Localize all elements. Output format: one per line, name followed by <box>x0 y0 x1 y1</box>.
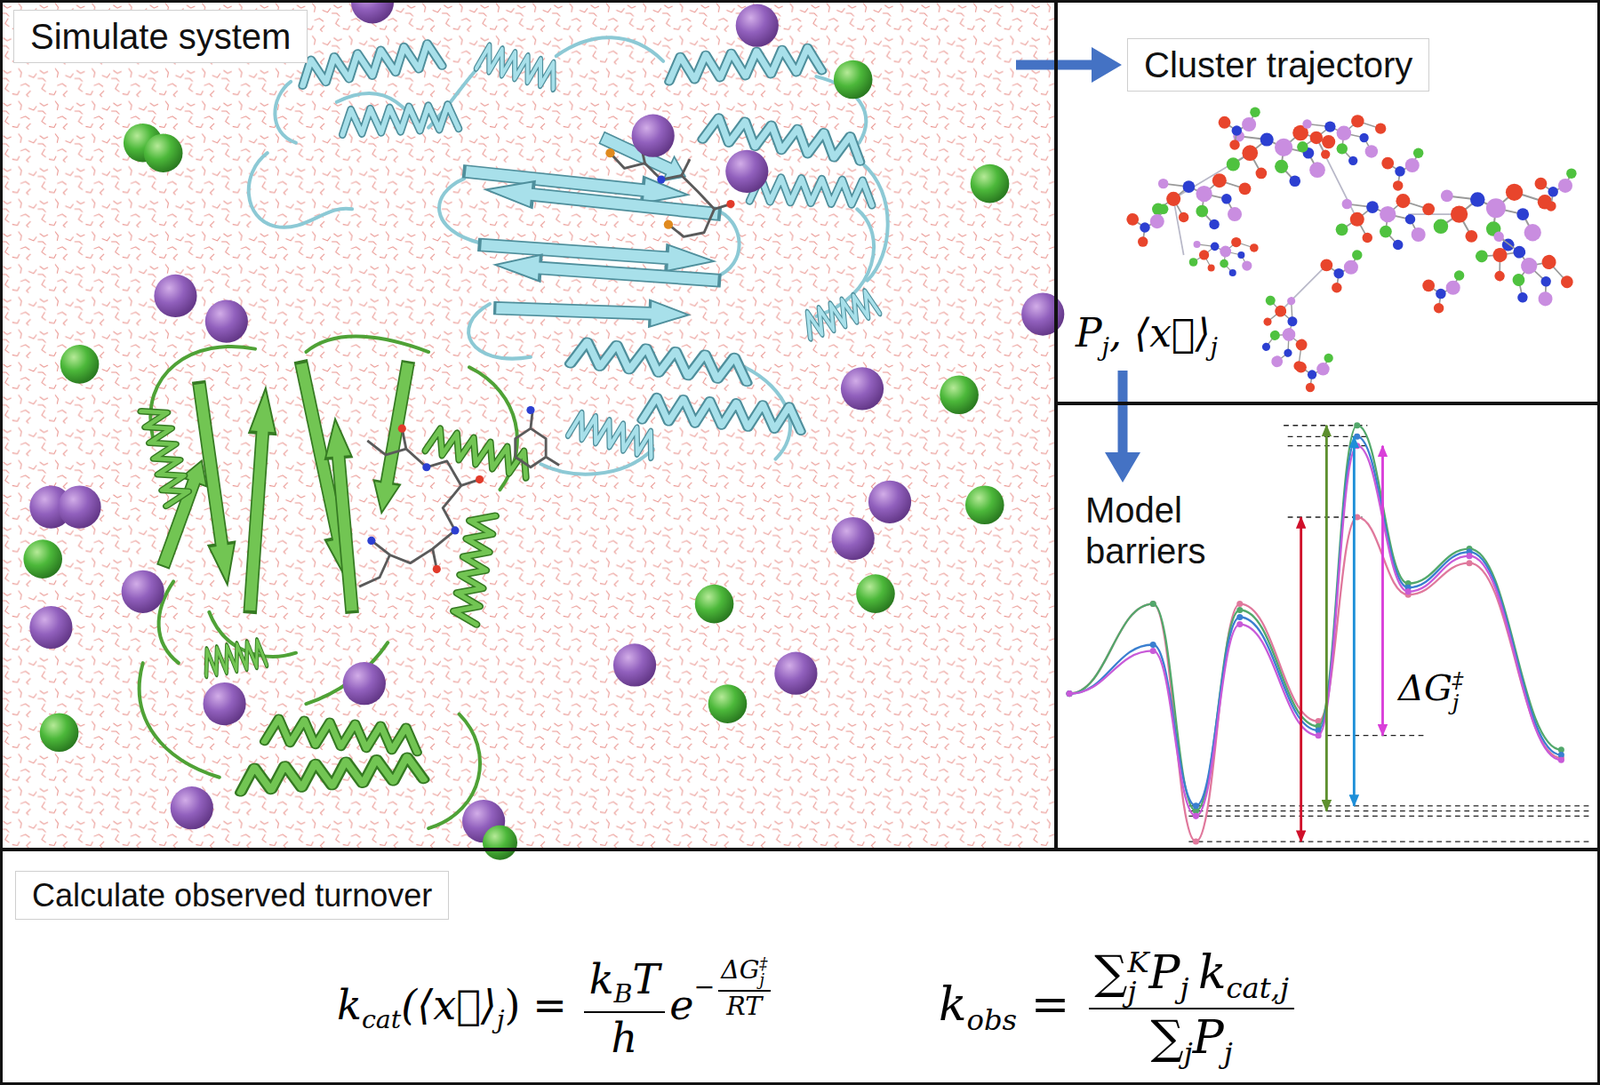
index-stack: ‡j <box>760 957 768 989</box>
subscript: B <box>614 979 633 1009</box>
fraction: kBTh <box>584 956 665 1062</box>
math-symbol: k <box>1198 945 1227 1000</box>
math-symbol: ΔG <box>720 955 760 985</box>
denominator: h <box>606 1013 643 1063</box>
formula: kcat(⟨x⃗⟩j)=kBThe−ΔG‡jRT <box>336 956 774 1063</box>
math-symbol: j <box>1452 692 1464 715</box>
formula: Pj, ⟨x⃗⟩j <box>1075 307 1218 363</box>
math-symbol: j <box>496 1005 505 1035</box>
numerator: ∑KjPjkcat,j <box>1088 946 1295 1010</box>
cyan-protein <box>248 37 888 474</box>
math-symbol: ∑ <box>1151 1010 1184 1064</box>
math-symbol: P <box>1192 1010 1224 1064</box>
math-symbol: P <box>1075 310 1103 356</box>
math-symbol: P <box>1149 945 1181 1000</box>
formula: ΔG‡j <box>1398 664 1464 715</box>
panel: Cluster trajectoryPj, ⟨x⃗⟩j <box>1055 0 1600 405</box>
math-symbol: RT <box>726 992 762 1022</box>
math-symbol: = <box>1031 977 1071 1032</box>
heading-box: Calculate observed turnover <box>15 871 449 920</box>
index-stack: ‡j <box>1452 670 1464 715</box>
subscript: obs <box>967 1003 1018 1038</box>
math-symbol: j <box>1180 971 1190 1006</box>
water-box <box>0 0 1056 850</box>
subscript: j <box>496 1005 505 1035</box>
math-symbol: , ⟨x⃗⟩ <box>1109 310 1211 356</box>
math-symbol: cat <box>361 1005 401 1035</box>
math-symbol: k <box>336 981 362 1030</box>
ligand-sticks <box>359 140 735 587</box>
math-symbol: j <box>1184 1036 1193 1071</box>
denominator: ∑jPj <box>1144 1009 1239 1071</box>
heading-box: Cluster trajectory <box>1127 38 1430 92</box>
math-symbol: ∑ <box>1094 945 1128 1000</box>
math-symbol: T <box>632 955 661 1004</box>
math-symbol: e <box>669 981 694 1030</box>
math-symbol: j <box>1210 333 1218 361</box>
numerator: ΔG‡j <box>718 956 771 992</box>
energy-profile <box>1069 425 1592 842</box>
math-symbol: K <box>1127 948 1149 977</box>
math-symbol: j <box>1102 333 1110 361</box>
math-symbol: j <box>1127 977 1149 1007</box>
math-symbol: obs <box>967 1003 1018 1038</box>
ions <box>23 0 1064 861</box>
math-symbol: − <box>693 972 715 1002</box>
numerator: kBT <box>584 956 665 1014</box>
panel: Calculate observed turnoverkcat(⟨x⃗⟩j)=k… <box>0 848 1600 1085</box>
formula: kobs=∑KjPjkcat,j∑jPj <box>938 946 1300 1071</box>
subscript: j <box>1102 333 1110 361</box>
superscript: −ΔG‡jRT <box>693 956 774 1023</box>
index-stack: Kj <box>1127 948 1149 1006</box>
flow-arrow <box>1016 47 1122 83</box>
heading-text: Model barriers <box>1085 489 1255 572</box>
math-symbol: cat,j <box>1225 971 1288 1006</box>
subscript: cat <box>361 1005 401 1035</box>
fraction: ΔG‡jRT <box>718 956 771 1023</box>
math-symbol: j <box>760 973 768 990</box>
math-symbol: ) <box>504 981 521 1030</box>
heading-box: Simulate system <box>13 9 308 64</box>
green-protein <box>139 336 533 830</box>
panel: Simulate system <box>0 0 1057 851</box>
subscript: j <box>1210 333 1218 361</box>
math-symbol: B <box>614 979 633 1009</box>
panel: Model barriersΔG‡j <box>1055 402 1600 851</box>
math-symbol: ‡ <box>1452 670 1464 693</box>
math-symbol: = <box>532 981 568 1030</box>
denominator: RT <box>723 992 766 1023</box>
subscript: cat,j <box>1225 971 1288 1006</box>
flow-arrow <box>1104 370 1141 483</box>
math-symbol: k <box>938 977 968 1032</box>
math-symbol: k <box>589 955 615 1004</box>
math-symbol: ‡ <box>760 957 768 974</box>
math-symbol: j <box>1224 1036 1233 1071</box>
fraction: ∑KjPjkcat,j∑jPj <box>1088 946 1295 1071</box>
subscript: j <box>1184 1036 1193 1071</box>
subscript: j <box>1224 1036 1233 1071</box>
math-symbol: ΔG <box>1398 667 1453 709</box>
subscript: j <box>1180 971 1190 1006</box>
math-symbol: (⟨x⃗⟩ <box>400 981 496 1030</box>
math-symbol: h <box>611 1014 639 1063</box>
